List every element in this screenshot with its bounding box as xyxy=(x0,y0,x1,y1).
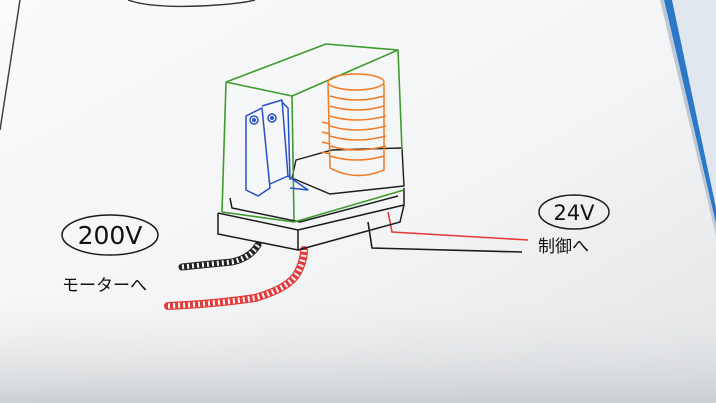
control-label: 制御へ xyxy=(538,237,589,257)
contact-icon xyxy=(245,99,309,197)
paper-bottom-shadow xyxy=(0,300,716,403)
wire-black xyxy=(178,241,262,271)
wire-red xyxy=(164,246,308,310)
relay-case-green xyxy=(221,43,405,223)
binder-shadow xyxy=(660,0,716,236)
label-24v: 24V xyxy=(538,194,610,230)
voltage-high-text: 200V xyxy=(78,221,143,250)
motor-label: モーターへ xyxy=(62,276,147,296)
binder-edge xyxy=(668,0,716,210)
page-fold-line xyxy=(0,0,21,131)
relay-base xyxy=(217,188,405,251)
voltage-low-text: 24V xyxy=(553,201,595,225)
top-oval-fragment xyxy=(127,0,256,8)
label-200v: 200V xyxy=(61,214,159,256)
control-wire-red xyxy=(387,211,529,241)
coil-icon xyxy=(321,73,387,177)
